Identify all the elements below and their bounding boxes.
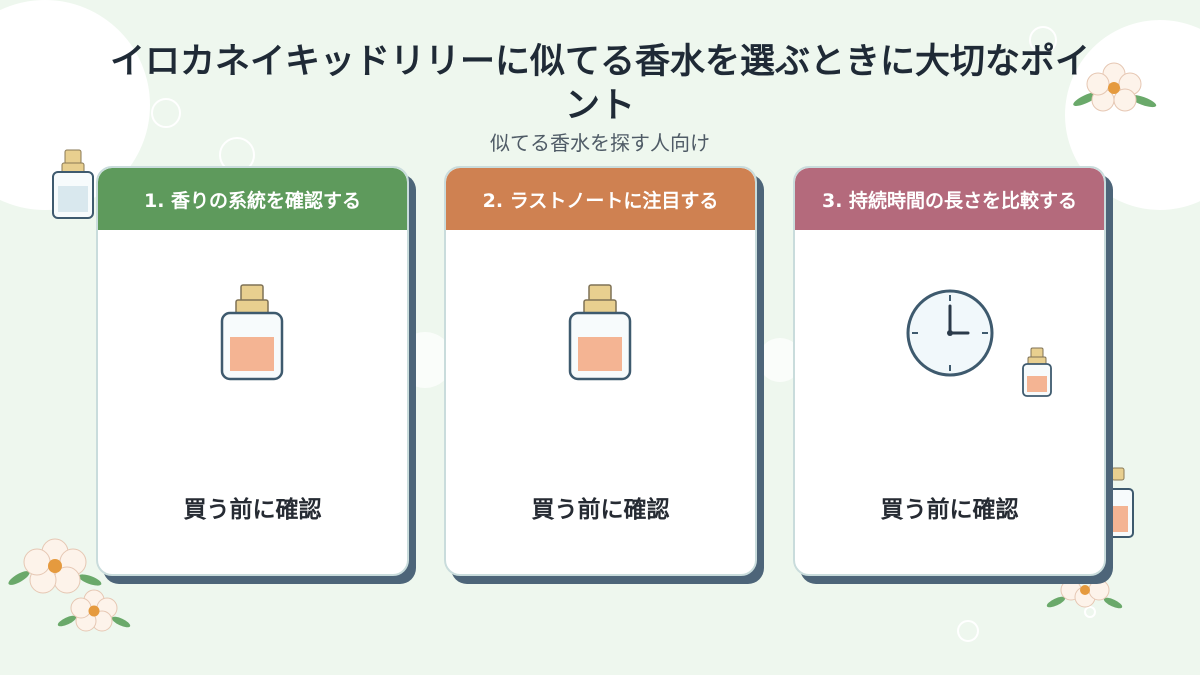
card-footer-2: 買う前に確認 [531,497,670,523]
flower-bottom-left-large-icon [8,538,102,594]
clock-icon [906,289,1052,397]
page-subtitle: 似てる香水を探す人向け [490,131,710,155]
point-card-2: 2. ラストノートに注目する 買う前に確認 [444,166,757,576]
flower-bottom-left-small-icon [57,589,131,632]
point-card-1: 1. 香りの系統を確認する 買う前に確認 [96,166,409,576]
background-circles [0,0,1200,642]
point-card-3: 3. 持続時間の長さを比較する 買う前に確認 [793,166,1106,576]
card-header-2: 2. ラストノートに注目する [446,168,755,230]
card-footer-3: 買う前に確認 [880,497,1019,523]
card-header-3: 3. 持続時間の長さを比較する [795,168,1104,230]
perfume-bottle-icon [568,284,632,381]
small-perfume-bottle-icon [1022,347,1052,397]
flower-bottom-right-icon [1046,579,1123,609]
card-footer-1: 買う前に確認 [183,497,322,523]
perfume-bottle-icon [220,284,284,381]
card-header-1: 1. 香りの系統を確認する [98,168,407,230]
page-title: イロカネイキッドリリーに似てる香水を選ぶときに大切なポイント [109,42,1090,126]
flower-top-right-icon [1073,62,1157,112]
deco-bottle-left-icon [52,149,94,219]
